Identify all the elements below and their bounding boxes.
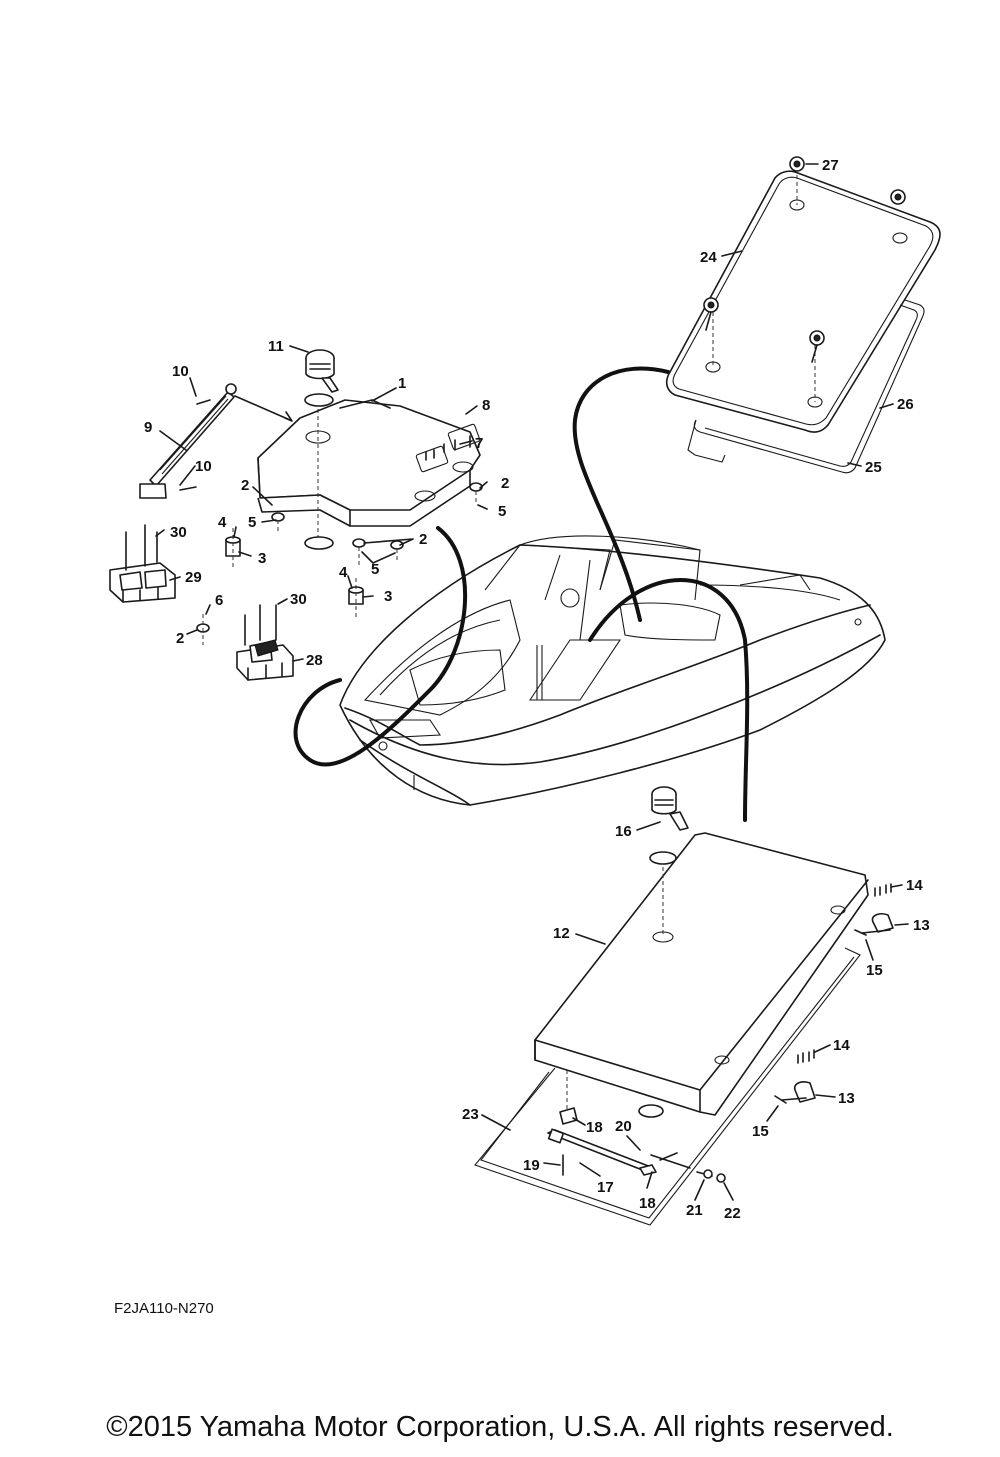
- routing-lines: [293, 366, 750, 822]
- callout-30: 30: [170, 524, 187, 541]
- callout-28: 28: [306, 652, 323, 669]
- callout-5: 5: [248, 514, 256, 531]
- callout-15: 15: [866, 962, 883, 979]
- lid-stay-strut: [139, 383, 293, 499]
- callout-14: 14: [833, 1037, 850, 1054]
- callout-labels: 1 8 7 11 10 9 10 2 2 5 5 4 3 2 5 4 3 30 …: [144, 157, 930, 1222]
- callout-14: 14: [906, 877, 923, 894]
- latch-block-29: [109, 524, 176, 603]
- diagram-code: F2JA110-N270: [114, 1300, 214, 1317]
- callout-10: 10: [172, 363, 189, 380]
- callout-4: 4: [218, 514, 227, 531]
- front-hatch-lid: [257, 395, 481, 540]
- callout-3: 3: [258, 550, 266, 567]
- callout-27: 27: [822, 157, 839, 174]
- callout-11: 11: [268, 338, 284, 355]
- callout-18: 18: [639, 1195, 656, 1212]
- callout-30: 30: [290, 591, 307, 608]
- callout-20: 20: [615, 1118, 632, 1135]
- callout-24: 24: [700, 249, 717, 266]
- hatch-frame: [474, 947, 861, 1226]
- callout-15: 15: [752, 1123, 769, 1140]
- callout-10: 10: [195, 458, 212, 475]
- callout-6: 6: [215, 592, 223, 609]
- callout-21: 21: [686, 1202, 703, 1219]
- callout-2: 2: [241, 477, 249, 494]
- callout-8: 8: [482, 397, 490, 414]
- callout-26: 26: [897, 396, 914, 413]
- cushion-blocks: [196, 528, 364, 645]
- drain-gasket: [304, 536, 334, 550]
- callout-23: 23: [462, 1106, 479, 1123]
- copyright-notice: ©2015 Yamaha Motor Corporation, U.S.A. A…: [106, 1411, 894, 1443]
- hatch-knobs: [703, 156, 906, 363]
- callout-2: 2: [176, 630, 184, 647]
- boat-hull: [339, 535, 886, 806]
- callout-18: 18: [586, 1119, 603, 1136]
- callout-7: 7: [475, 435, 483, 452]
- hinges: [774, 883, 894, 1104]
- callout-5: 5: [498, 503, 506, 520]
- callout-13: 13: [838, 1090, 855, 1107]
- callout-2: 2: [501, 475, 509, 492]
- leader-lines: [155, 163, 909, 1201]
- callout-2: 2: [419, 531, 427, 548]
- callout-12: 12: [553, 925, 570, 942]
- callout-25: 25: [865, 459, 882, 476]
- callout-13: 13: [913, 917, 930, 934]
- engine-hatch-lid: [534, 832, 869, 1120]
- callout-19: 19: [523, 1157, 540, 1174]
- drain-gasket-upper: [304, 393, 334, 407]
- callout-17: 17: [597, 1179, 614, 1196]
- drain-plug: [305, 349, 339, 393]
- hatch-gaskets: [687, 299, 925, 474]
- latch-block-28: [236, 604, 294, 681]
- callout-1: 1: [398, 375, 406, 392]
- callout-22: 22: [724, 1205, 741, 1222]
- rear-drain-plug: [649, 786, 689, 865]
- callout-4: 4: [339, 564, 348, 581]
- callout-9: 9: [144, 419, 152, 436]
- callout-29: 29: [185, 569, 202, 586]
- callout-3: 3: [384, 588, 392, 605]
- callout-5: 5: [371, 561, 379, 578]
- callout-16: 16: [615, 823, 632, 840]
